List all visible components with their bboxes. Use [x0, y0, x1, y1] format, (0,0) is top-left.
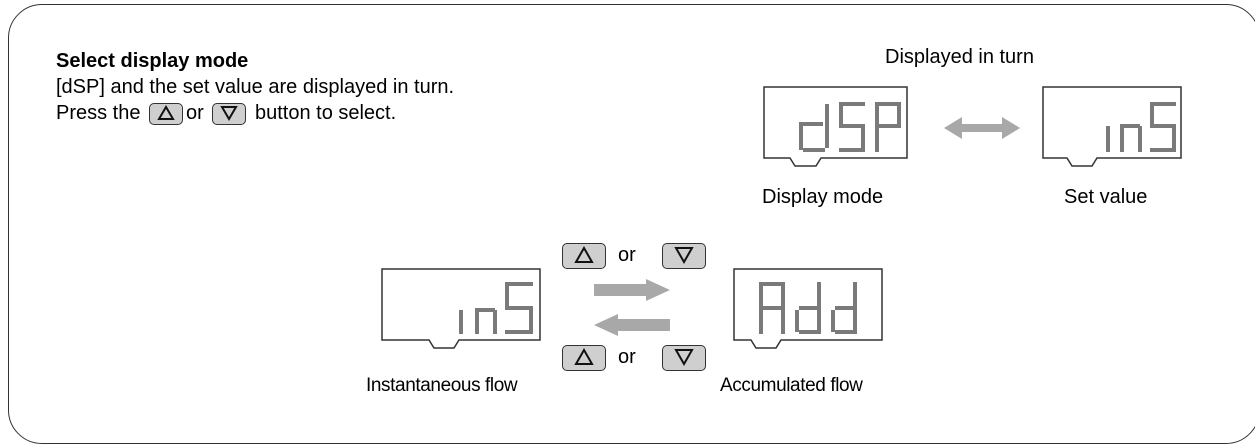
- up-button[interactable]: [149, 102, 184, 125]
- up-button-top[interactable]: [562, 243, 606, 269]
- accumulated-flow-screen: [733, 268, 883, 349]
- instruction-line-2: Press the or button to select.: [56, 102, 396, 125]
- bottom-or-text: or: [618, 346, 636, 368]
- instantaneous-flow-screen: [381, 268, 541, 349]
- down-triangle-icon: [674, 349, 694, 366]
- top-or-text: or: [618, 244, 636, 266]
- down-button-top[interactable]: [662, 243, 706, 269]
- down-triangle-icon: [674, 247, 694, 264]
- accumulated-flow-caption: Accumulated flow: [720, 375, 863, 396]
- down-button-bottom[interactable]: [662, 345, 706, 371]
- accumulated-flow-screen-text: [759, 282, 857, 334]
- instantaneous-flow-screen-text: [459, 282, 533, 334]
- display-mode-screen: [763, 86, 908, 167]
- up-button-bottom[interactable]: [562, 345, 606, 371]
- display-mode-caption: Display mode: [762, 186, 884, 208]
- up-triangle-icon: [574, 348, 594, 365]
- set-value-screen-text: [1106, 102, 1176, 152]
- set-value-caption: Set value: [1064, 186, 1148, 208]
- instruction-line-1: [dSP] and the set value are displayed in…: [56, 76, 455, 98]
- left-arrow-icon: [594, 314, 670, 336]
- down-triangle-icon: [220, 105, 239, 121]
- instantaneous-flow-caption: Instantaneous flow: [366, 375, 518, 396]
- displayed-in-turn-heading: Displayed in turn: [885, 46, 1034, 68]
- or-text: or: [186, 102, 204, 124]
- press-the-text: Press the: [56, 102, 141, 124]
- up-triangle-icon: [574, 246, 594, 263]
- set-value-screen: [1042, 86, 1182, 167]
- display-mode-screen-text: [799, 102, 901, 152]
- up-triangle-icon: [157, 104, 175, 120]
- right-arrow-icon: [594, 279, 670, 301]
- button-to-select-text: button to select.: [254, 102, 397, 124]
- down-button[interactable]: [212, 102, 247, 125]
- section-title: Select display mode: [56, 50, 249, 72]
- double-arrow-icon: [944, 117, 1020, 139]
